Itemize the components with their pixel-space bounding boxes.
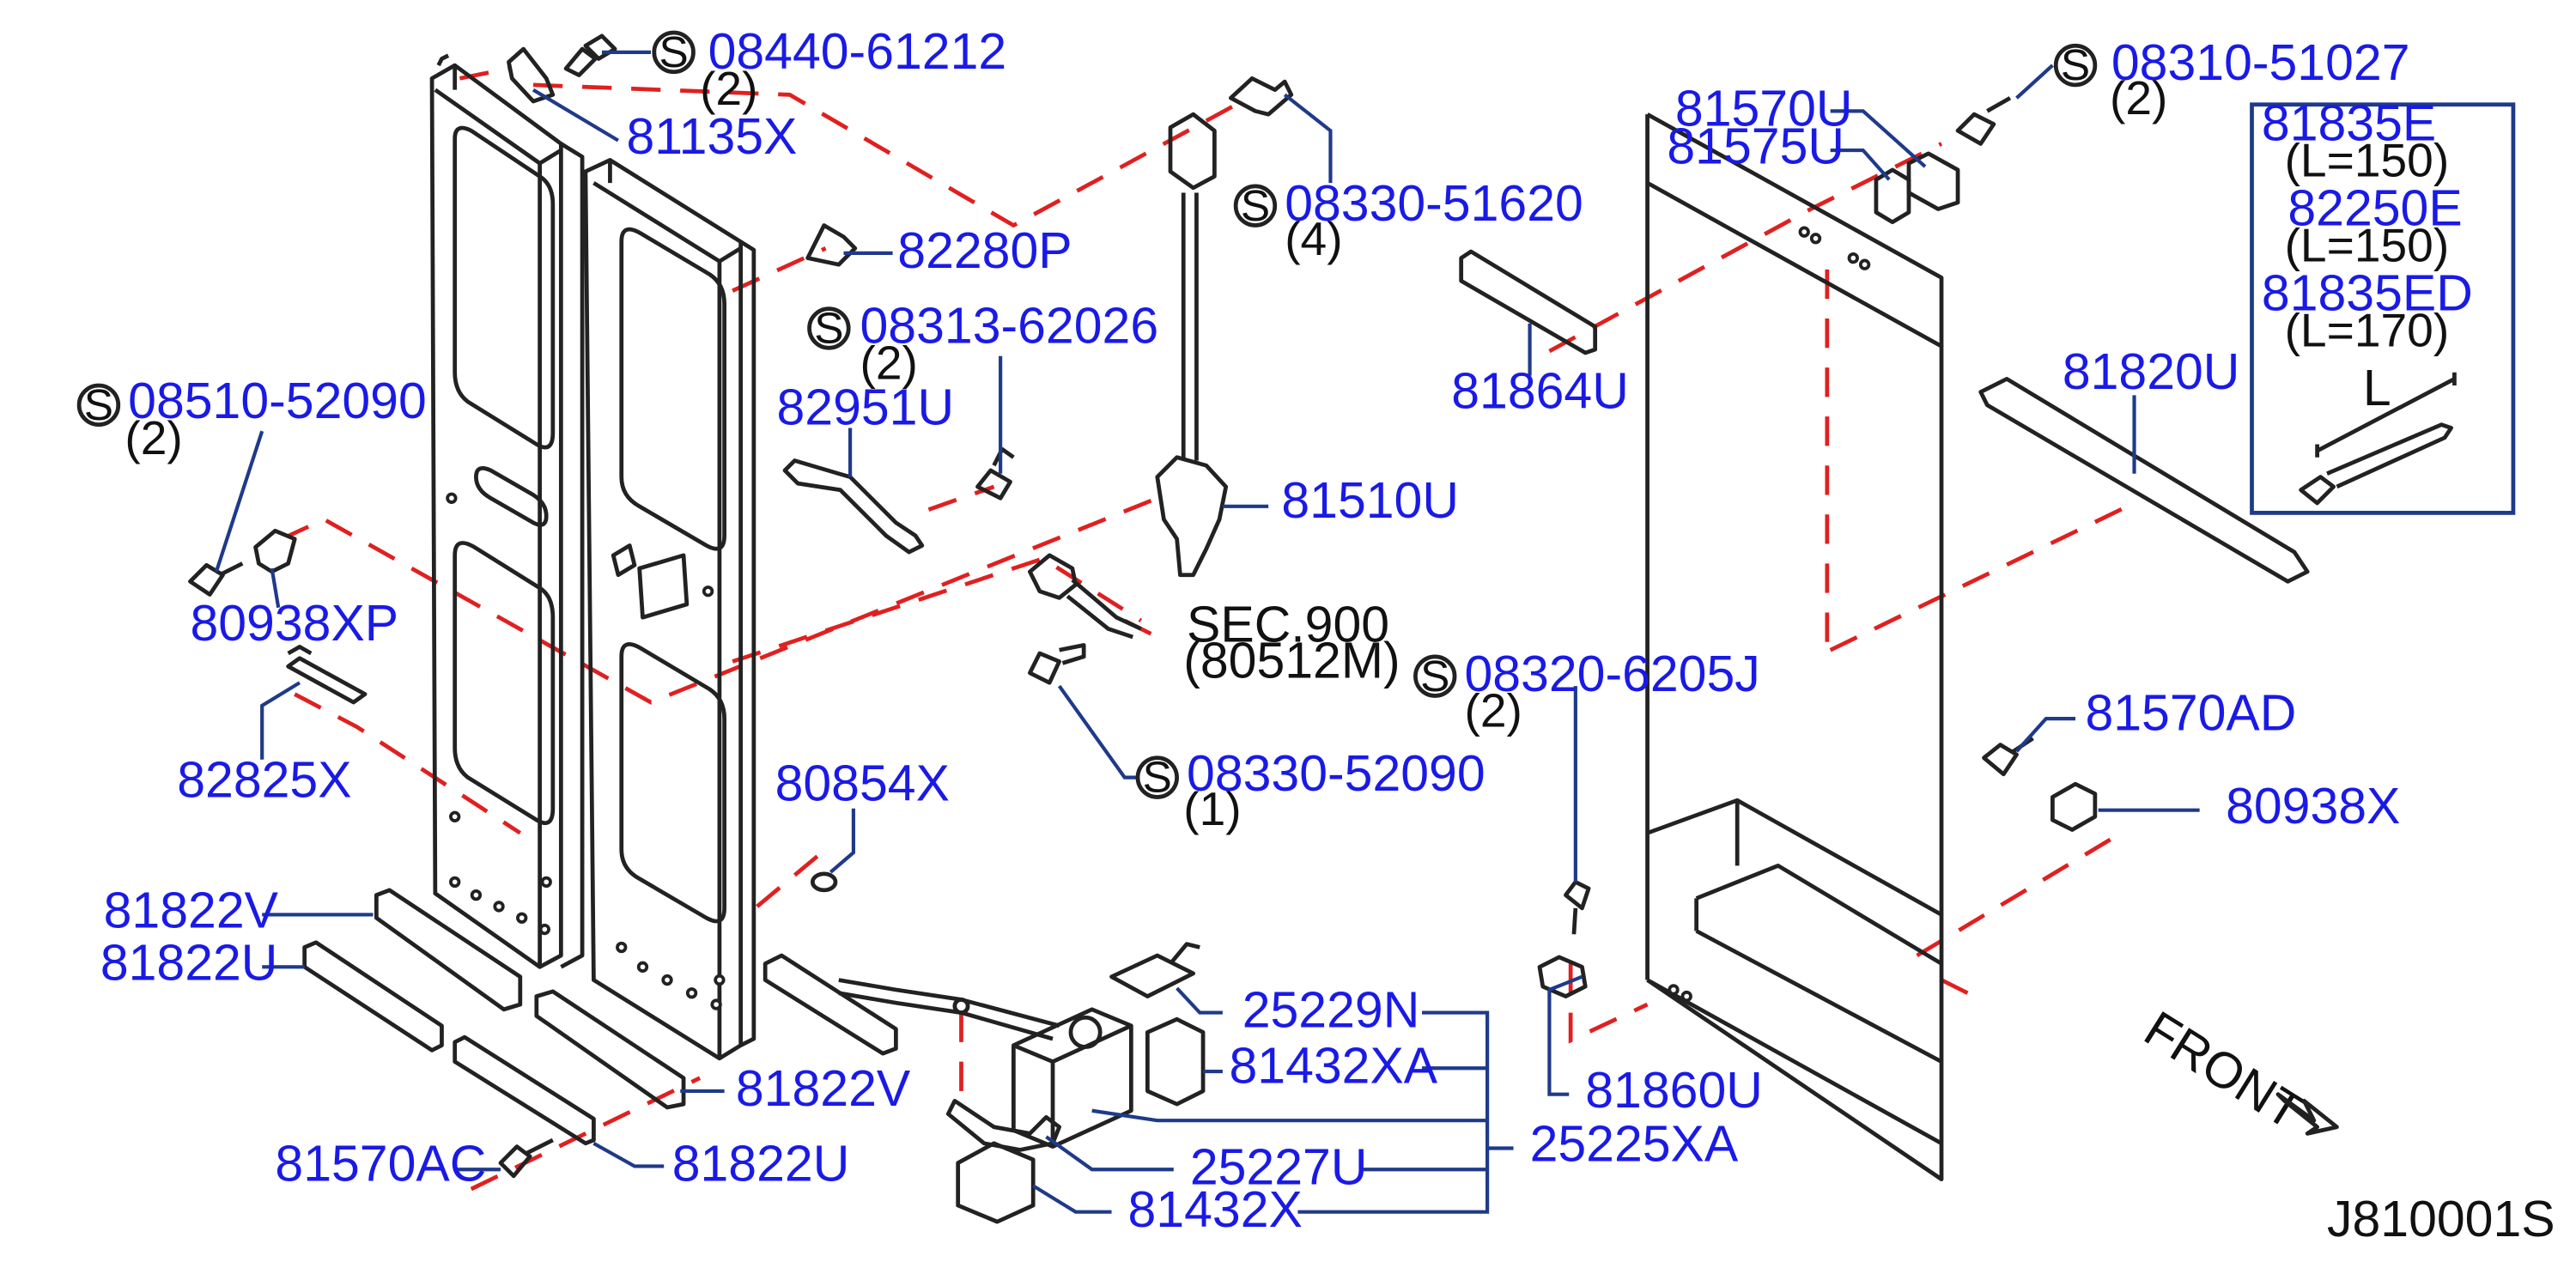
- screw-symbol: [807, 306, 851, 350]
- screw-symbol: [76, 383, 121, 428]
- front-indicator: FRONT: [2135, 1001, 2339, 1141]
- screw-symbol-text: S: [1420, 652, 1449, 701]
- part-qty: (2): [700, 62, 757, 115]
- screw-symbol: [652, 30, 696, 75]
- body-side-panel: [1459, 96, 2310, 1182]
- part-qty: (2): [860, 336, 918, 389]
- inset-length: (L=170): [2285, 303, 2450, 356]
- inset-dim-label: L: [2363, 361, 2391, 416]
- part-number-08330-52090: 08330-52090: [1187, 746, 1485, 802]
- section-reference: SEC.900: [1187, 598, 1389, 653]
- front-arrow-icon: [2275, 1092, 2339, 1136]
- leader-lines: [214, 50, 2200, 1214]
- inset-part-number: 81835E: [2262, 96, 2436, 152]
- part-number-81570U: 81570U: [1675, 81, 1853, 136]
- screw-callouts: S S S S S S S: [76, 27, 2098, 802]
- part-qty: (2): [125, 411, 182, 464]
- length-inset: L: [2250, 102, 2516, 515]
- diagram-id: J810001S: [2327, 1192, 2555, 1247]
- part-number-81135X: 81135X: [626, 109, 797, 165]
- part-qty: (4): [1285, 212, 1342, 265]
- part-labels: 08440-61212 (2) 81135X 08330-51620 (4) 8…: [100, 24, 2473, 1238]
- screw-symbol-text: S: [659, 27, 689, 76]
- part-number-08330-51620: 08330-51620: [1285, 176, 1583, 232]
- part-qty: (2): [2110, 71, 2167, 124]
- part-number-82951U: 82951U: [776, 380, 954, 436]
- screw-symbol-text: S: [84, 380, 113, 429]
- part-number-81822V: 81822V: [104, 883, 279, 939]
- part-number-81432XA: 81432XA: [1230, 1038, 1438, 1094]
- part-qty: (1): [1183, 782, 1241, 835]
- part-number-81510U: 81510U: [1281, 473, 1459, 529]
- part-number-25229N: 25229N: [1242, 983, 1420, 1039]
- screw-symbol: [1413, 654, 1457, 698]
- part-number-81820U: 81820U: [2063, 344, 2240, 400]
- part-number-81822U: 81822U: [100, 936, 278, 992]
- part-number-82280P: 82280P: [897, 223, 1072, 279]
- part-number-81570AD: 81570AD: [2085, 685, 2296, 741]
- part-number-80938X: 80938X: [2226, 779, 2400, 834]
- part-number-08320-6205J: 08320-6205J: [1464, 646, 1759, 702]
- left-door-panel: [429, 53, 585, 969]
- part-number-81864U: 81864U: [1451, 364, 1629, 420]
- part-number-08313-62026: 08313-62026: [860, 299, 1159, 355]
- part-number-81822U: 81822U: [672, 1137, 850, 1192]
- part-number-81822V: 81822V: [736, 1061, 911, 1117]
- part-number-82825X: 82825X: [177, 752, 351, 808]
- part-number-25227U: 25227U: [1190, 1139, 1368, 1195]
- part-number-25225XA: 25225XA: [1530, 1117, 1739, 1173]
- inset-part-number: 82250E: [2287, 181, 2462, 237]
- inset-part-number: 81835ED: [2262, 265, 2473, 321]
- part-number-80854X: 80854X: [775, 755, 950, 811]
- front-label: FRONT: [2135, 1001, 2312, 1141]
- assembly-guide-lines: [281, 66, 2136, 1192]
- part-qty: (2): [1464, 684, 1522, 737]
- screw-symbol-text: S: [1241, 181, 1270, 230]
- part-number-08310-51027: 08310-51027: [2111, 35, 2410, 91]
- screw-symbol-text: S: [1143, 753, 1172, 802]
- screw-symbol-text: S: [2061, 40, 2090, 89]
- part-number-80938XP: 80938XP: [190, 596, 398, 652]
- part-number-81570AC: 81570AC: [275, 1137, 486, 1192]
- part-number-08440-61212: 08440-61212: [708, 24, 1007, 80]
- section-reference-sub: (80512M): [1183, 634, 1400, 689]
- inset-length: (L=150): [2285, 218, 2450, 271]
- inset-length: (L=150): [2285, 133, 2450, 186]
- screw-symbol: [1233, 184, 1278, 228]
- part-number-81860U: 81860U: [1585, 1063, 1763, 1119]
- part-number-08510-52090: 08510-52090: [128, 373, 427, 429]
- screw-symbol-text: S: [814, 304, 843, 353]
- right-door-panel: [583, 158, 756, 1061]
- screw-symbol: [1135, 755, 1180, 799]
- part-number-81432X: 81432X: [1128, 1182, 1303, 1238]
- part-number-81575U: 81575U: [1667, 118, 1844, 174]
- screw-symbol: [2053, 43, 2098, 88]
